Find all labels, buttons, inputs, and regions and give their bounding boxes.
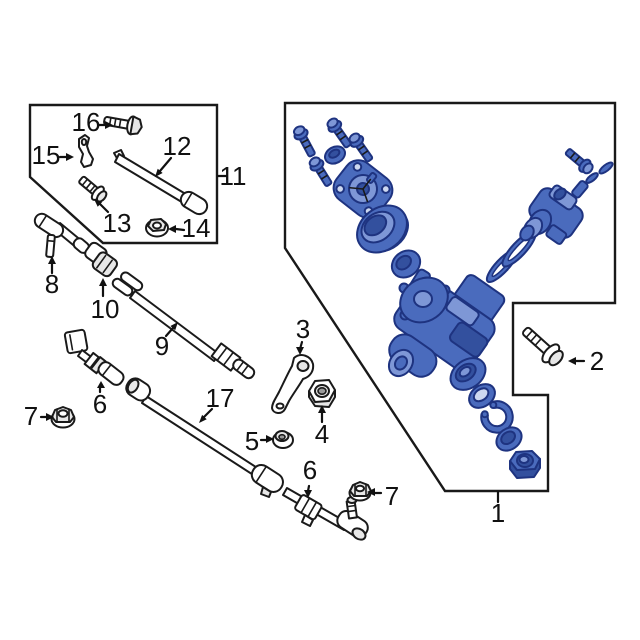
callout-6a: 6 (93, 381, 107, 419)
snap-ring (480, 400, 514, 434)
callout-4-label: 4 (315, 419, 329, 449)
callout-6b-label: 6 (303, 455, 317, 485)
part-15-bracket (78, 134, 94, 168)
callout-9-label: 9 (155, 331, 169, 361)
callout-1-label: 1 (491, 498, 505, 528)
sector-cover (332, 159, 394, 219)
cover-bolt (348, 132, 374, 163)
callout-16-label: 16 (72, 107, 101, 137)
callout-10: 10 (91, 278, 120, 324)
callout-14: 14 (168, 213, 210, 243)
callout-8: 8 (45, 256, 59, 299)
cover-bolt (292, 125, 316, 158)
callout-15-label: 15 (32, 140, 61, 170)
callout-4: 4 (315, 405, 329, 449)
part-10-clamp (84, 241, 118, 278)
callout-7b: 7 (367, 481, 399, 511)
callout-3-label: 3 (296, 314, 310, 344)
o-ring (598, 161, 614, 175)
callout-8-label: 8 (45, 269, 59, 299)
hardware-kit-box (28, 103, 219, 245)
seal-grommet (323, 145, 347, 165)
cover-bolt (308, 156, 333, 187)
callout-2: 2 (568, 346, 604, 376)
callout-10-label: 10 (91, 294, 120, 324)
callout-11-label: 11 (220, 161, 247, 191)
part-7-nut (50, 406, 76, 429)
callout-9: 9 (155, 322, 178, 361)
callout-16: 16 (72, 107, 113, 137)
part-14-nut (145, 218, 169, 238)
callout-7a: 7 (24, 401, 54, 431)
part-2-bolt (522, 326, 564, 367)
part-4-nut (308, 379, 336, 408)
part-9-tie-rod (111, 271, 256, 380)
shaft-seal (495, 426, 523, 452)
callout-15: 15 (32, 140, 74, 170)
callout-6b: 6 (303, 455, 317, 498)
part-5-nut (272, 430, 294, 449)
sector-shaft-nut (509, 450, 541, 479)
steering-gear-assembly (292, 117, 614, 479)
part-17-drag-link (125, 377, 284, 498)
callout-3: 3 (296, 314, 310, 355)
cover-bolt (326, 117, 352, 149)
callout-12: 12 (155, 131, 191, 177)
callout-12-label: 12 (163, 131, 192, 161)
part-6-tie-rod-end (282, 487, 369, 541)
callout-6a-label: 6 (93, 389, 107, 419)
valve-bolt (564, 148, 594, 175)
callout-11: 11 (216, 161, 247, 191)
callout-7b-label: 7 (385, 481, 399, 511)
housing-cup-seal (356, 204, 409, 254)
callout-5: 5 (245, 426, 274, 456)
part-7-nut-2 (348, 481, 372, 502)
valve-assembly (519, 180, 589, 245)
o-ring (468, 383, 496, 409)
callout-7a-label: 7 (24, 401, 38, 431)
callout-17-label: 17 (206, 383, 235, 413)
small-seal-ring (390, 249, 422, 279)
part-8-tie-rod-end (33, 212, 90, 259)
callout-17: 17 (199, 383, 234, 423)
callout-13: 13 (94, 199, 131, 238)
part-6-adjusting-sleeve (63, 328, 125, 386)
callout-13-label: 13 (103, 208, 132, 238)
shaft-seal (449, 357, 487, 391)
gear-housing (387, 268, 506, 378)
part-12-rod (113, 149, 209, 216)
callout-2-label: 2 (590, 346, 604, 376)
callout-1: 1 (491, 490, 505, 528)
o-ring (585, 172, 599, 184)
part-3-pitman-arm (271, 354, 315, 414)
callout-14-label: 14 (182, 213, 211, 243)
callout-5-label: 5 (245, 426, 259, 456)
